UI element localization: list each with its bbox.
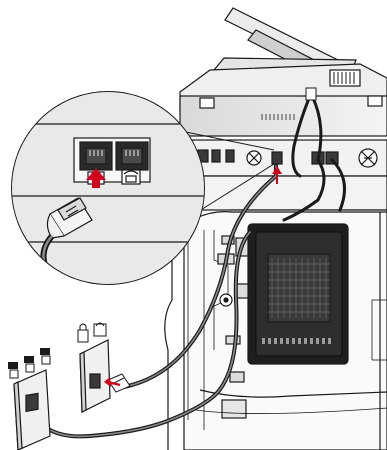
printer xyxy=(165,8,387,450)
scanner-unit xyxy=(180,64,387,136)
connector-strip xyxy=(184,140,387,176)
controller-board xyxy=(236,224,348,364)
wall-jack-left xyxy=(14,370,50,450)
wall-jack-right xyxy=(80,340,110,412)
printer-line-port xyxy=(272,152,282,164)
lock-icon xyxy=(78,323,106,342)
phone-line-port-icon xyxy=(80,142,112,170)
phone-handset-icon xyxy=(122,170,140,184)
phone-out-port-icon xyxy=(116,142,148,170)
